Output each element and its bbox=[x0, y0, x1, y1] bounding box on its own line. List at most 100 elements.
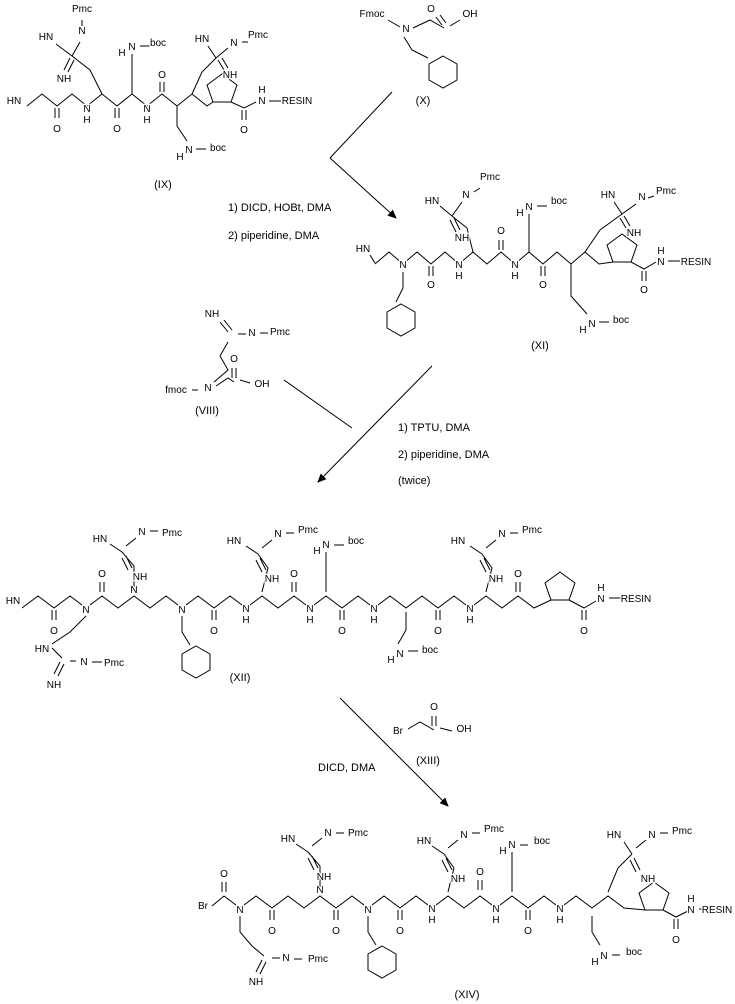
xiv-h-label-bb3: H bbox=[556, 915, 563, 926]
xii-n-label-lys2: N bbox=[396, 649, 403, 660]
xiv-h-label-end: H bbox=[687, 894, 694, 905]
xi-n-label-bb2: N bbox=[511, 260, 518, 271]
structure-xiii bbox=[407, 716, 453, 732]
xii-pmc-label-g2: Pmc bbox=[162, 528, 182, 539]
xii-h-label-bb4: H bbox=[466, 615, 473, 626]
xi-hn-label-2: HN bbox=[601, 190, 615, 201]
xii-n-label-a2: N bbox=[498, 529, 505, 540]
xii-proline-ring bbox=[544, 571, 576, 601]
reagent-step3-line1: DICD, DMA bbox=[318, 762, 376, 774]
xiv-n-label-bb2: N bbox=[492, 904, 499, 915]
xiv-h-label-bb2: H bbox=[492, 915, 499, 926]
xi-nh-label-2: NH bbox=[627, 228, 641, 239]
xiv-hn-label-a2: HN bbox=[607, 830, 621, 841]
ix-h-label-1: H bbox=[118, 48, 125, 59]
xiv-pmc-label-g2: Pmc bbox=[348, 828, 368, 839]
xi-n-label-lys2: N bbox=[588, 319, 595, 330]
xii-branches bbox=[51, 530, 518, 677]
xi-post-proline bbox=[630, 260, 680, 270]
xiv-nh-label-a2: NH bbox=[641, 874, 655, 885]
ix-hn-label-2: HN bbox=[195, 34, 209, 45]
xii-boc-label-1: boc bbox=[348, 536, 364, 547]
xiv-n-label-g1: N bbox=[236, 905, 243, 916]
xi-n-label-bn: N bbox=[399, 260, 406, 271]
xi-o-label-4: O bbox=[640, 285, 648, 296]
xiv-benzyl-ring bbox=[367, 945, 397, 979]
compound-label-xii: (XII) bbox=[230, 672, 251, 684]
compound-label-xiv: (XIV) bbox=[454, 989, 479, 1001]
ix-branches bbox=[55, 20, 248, 150]
xi-backbone bbox=[374, 251, 614, 265]
ix-h-label-lys2: H bbox=[176, 152, 183, 163]
xiv-n-label-a1: N bbox=[460, 830, 467, 841]
ix-n-label-2: N bbox=[128, 42, 135, 53]
ix-o-label-2: O bbox=[113, 124, 121, 135]
ix-pmc-label-2: Pmc bbox=[248, 30, 268, 41]
xii-o-label-4: O bbox=[290, 569, 298, 580]
xiv-n-label-a2: N bbox=[648, 830, 655, 841]
xii-n-label-end: N bbox=[597, 594, 604, 605]
viii-pmc-label: Pmc bbox=[270, 327, 290, 338]
xiv-pmc-label-g1: Pmc bbox=[308, 954, 328, 965]
ix-o-label-4: O bbox=[240, 125, 248, 136]
arrow-step1 bbox=[329, 157, 397, 219]
xii-n-label-bb3: N bbox=[370, 604, 377, 615]
xii-boc-label-2: boc bbox=[422, 645, 438, 656]
xiv-o-label-1: O bbox=[268, 926, 276, 937]
xii-n-label-g2: N bbox=[130, 585, 137, 596]
ix-n-label-bb2: N bbox=[143, 104, 150, 115]
ix-n-label-1: N bbox=[78, 26, 85, 37]
xiv-pmc-label-a2: Pmc bbox=[672, 826, 692, 837]
xii-h-label-lys2: H bbox=[387, 655, 394, 666]
xiv-resin-label: RESIN bbox=[702, 905, 733, 916]
xiv-o-label-6: O bbox=[672, 935, 680, 946]
step3-arrow-group bbox=[339, 697, 449, 807]
step2-arrow-group bbox=[283, 365, 433, 483]
ix-boc-label-1: boc bbox=[150, 38, 166, 49]
xi-benzyl-ring bbox=[386, 303, 416, 337]
xi-boc-label-1: boc bbox=[551, 196, 567, 207]
xii-double-bond-ticks bbox=[51, 582, 587, 620]
reagent-step1-line1: 1) DICD, HOBt, DMA bbox=[228, 202, 332, 214]
xi-hn-label-start: HN bbox=[356, 244, 370, 255]
xiv-proline-ring bbox=[638, 881, 670, 911]
structure-xi bbox=[369, 187, 680, 337]
structure-viii bbox=[192, 319, 268, 391]
xi-pmc-label-1: Pmc bbox=[480, 172, 500, 183]
xii-o-label-3: O bbox=[210, 626, 218, 637]
xi-double-bond-ticks bbox=[428, 240, 647, 281]
compound-label-xiii: (XIII) bbox=[416, 755, 440, 767]
xi-resin-label: RESIN bbox=[681, 257, 712, 268]
xii-nh-label-g1: NH bbox=[47, 680, 61, 691]
viii-o-label: O bbox=[230, 354, 238, 365]
xiv-o-label-2: O bbox=[332, 926, 340, 937]
xi-o-label-2: O bbox=[497, 226, 505, 237]
xi-h-label-bb1: H bbox=[455, 271, 462, 282]
xii-n-label-g2b: N bbox=[138, 527, 145, 538]
xiv-n-label-bb3: N bbox=[556, 904, 563, 915]
xii-n-label-g1: N bbox=[82, 605, 89, 616]
xiii-oh-label: OH bbox=[457, 724, 472, 735]
compound-label-ix: (IX) bbox=[154, 179, 172, 191]
ix-boc-label-2: boc bbox=[210, 143, 226, 154]
x-fmoc-label: Fmoc bbox=[360, 9, 385, 20]
xi-h-label-lys2: H bbox=[579, 325, 586, 336]
xi-h-label-bb2: H bbox=[511, 271, 518, 282]
ix-backbone bbox=[26, 93, 214, 107]
ix-hn-label-start: HN bbox=[7, 96, 21, 107]
xiv-br-label: Br bbox=[198, 901, 209, 912]
xiv-n-label-lys2: N bbox=[600, 951, 607, 962]
xiv-n-label-g2: N bbox=[316, 885, 323, 896]
xi-h-label-lys1: H bbox=[516, 208, 523, 219]
ix-proline-ring bbox=[206, 73, 238, 103]
xi-o-label-1: O bbox=[427, 280, 435, 291]
xiv-branches bbox=[239, 832, 668, 975]
xii-n-label-lys1: N bbox=[322, 540, 329, 551]
ix-post-proline bbox=[230, 100, 281, 109]
xi-n-label-end: N bbox=[657, 257, 664, 268]
arrow-step3 bbox=[339, 697, 449, 807]
xi-o-label-3: O bbox=[539, 280, 547, 291]
xiv-post-proline bbox=[662, 908, 709, 918]
